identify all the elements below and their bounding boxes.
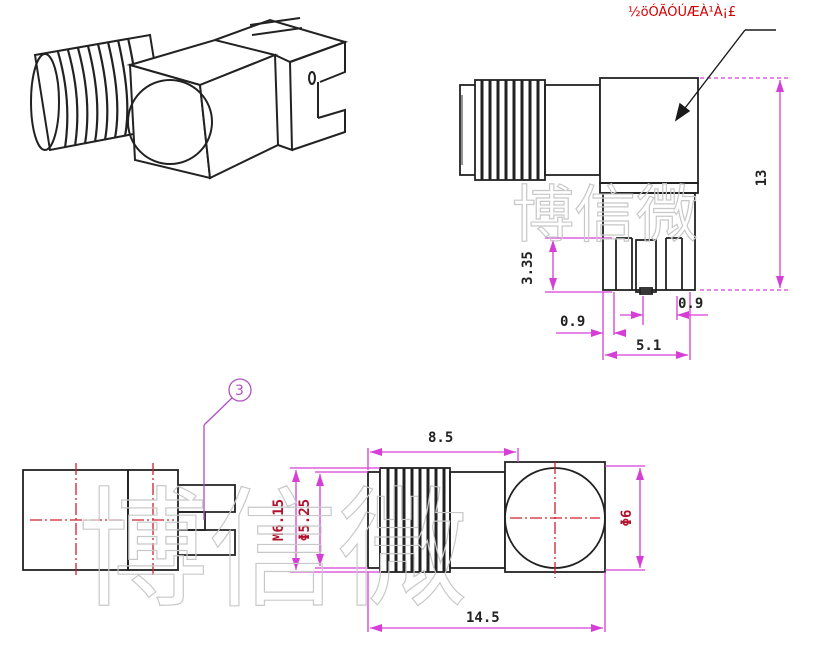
isometric-view (30, 17, 349, 180)
callout-leader (203, 378, 252, 520)
callout-number: 3 (235, 383, 244, 399)
dim-13: 13 (754, 170, 770, 187)
dimension-lines (290, 77, 790, 632)
watermark-top: 博信微 (512, 178, 698, 251)
dim-m6-15: M6.15 (271, 499, 287, 541)
dim-0-9-right: 0.9 (678, 296, 703, 312)
center-lines (30, 462, 600, 578)
dim-5-1: 5.1 (636, 338, 661, 354)
dim-phi-5-25: Φ5.25 (297, 499, 313, 541)
dim-0-9-left: 0.9 (560, 314, 585, 330)
annotation-text: ½öÓÃÓÚÆÀ¹À¡£ (628, 4, 736, 20)
dim-3-35: 3.35 (520, 251, 536, 285)
dim-8-5: 8.5 (428, 430, 453, 446)
annotation-leader (674, 29, 776, 122)
dim-14-5: 14.5 (466, 610, 500, 626)
dimension-arrowheads (292, 80, 784, 632)
side-view (459, 77, 699, 295)
dim-phi-6: Φ6 (619, 510, 635, 527)
watermark-bottom: 博信微 (78, 474, 468, 626)
